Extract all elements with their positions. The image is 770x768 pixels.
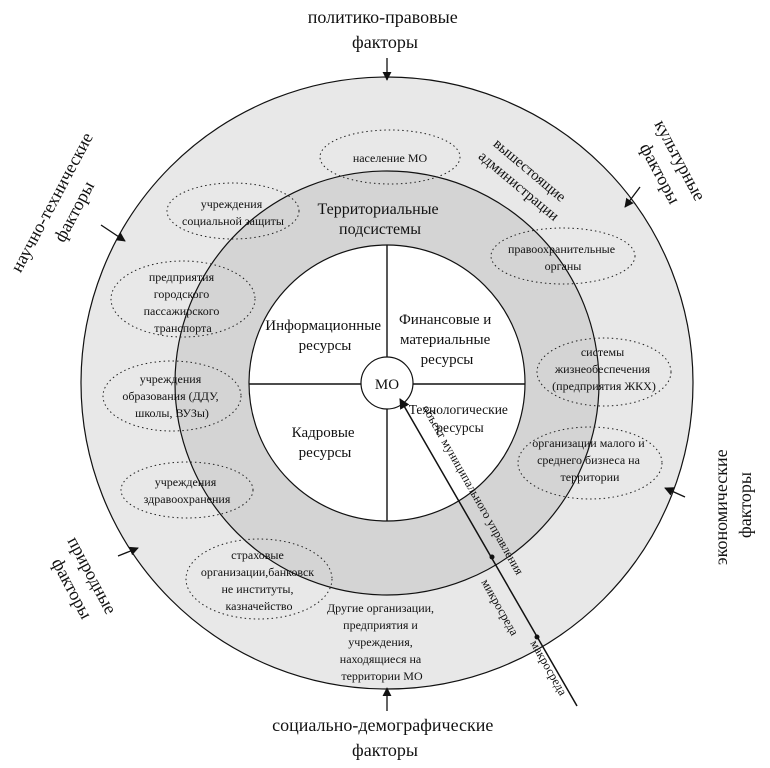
level-indicator-line [399, 398, 578, 707]
org-transport: предприятия городского пассажирского тра… [144, 270, 223, 335]
resource-personnel: Кадровые ресурсы [292, 425, 359, 461]
resource-financial: Финансовые и материальные ресурсы [399, 312, 495, 368]
factor-natural: природные факторы [42, 533, 123, 632]
factor-economic: экономические факторы [711, 445, 755, 565]
level-label-macro: макросреда [527, 638, 570, 699]
arrow-cultural [624, 186, 641, 208]
center-mo-circle [360, 356, 414, 410]
ellipse-population [319, 129, 461, 185]
org-ellipses [102, 129, 672, 620]
org-other: Другие организации, предприятия и учрежд… [327, 601, 437, 683]
ellipse-social-protection [166, 182, 300, 240]
ellipse-life-support [536, 337, 672, 407]
factor-sci-tech: научно-технические факторы [6, 125, 120, 287]
resource-technological: Технологические ресурсы [409, 402, 512, 435]
arrow-sci-tech [100, 224, 126, 242]
factor-arrows [100, 58, 686, 711]
ellipse-law-enforcement [490, 227, 636, 285]
factor-socio-demographic: социально-демографические факторы [272, 715, 498, 760]
org-insurance: страховые организации,банковск не инстит… [201, 548, 317, 613]
org-population: население МО [353, 151, 428, 165]
factor-cultural: культурные факторы [629, 116, 712, 219]
org-small-business: организации малого и среднего бизнеса на… [532, 436, 647, 484]
ellipse-education [102, 360, 242, 432]
ellipse-insurance [185, 538, 333, 620]
arrow-economic [664, 487, 686, 498]
arrow-natural [117, 546, 139, 557]
org-life-support: системы жизнеобеспечения (предприятия ЖК… [552, 345, 656, 393]
ellipse-small-business [517, 426, 663, 500]
level-tick-micro [489, 554, 495, 560]
level-tick-macro [534, 634, 540, 640]
factor-political-legal: политико-правовые факторы [308, 7, 462, 52]
ellipse-healthcare [120, 461, 254, 519]
org-social-protection: учреждения социальной защиты [182, 197, 284, 228]
org-healthcare: учреждения здравоохранения [144, 475, 231, 506]
ellipse-transport [110, 260, 256, 338]
resource-information: Информационные ресурсы [265, 318, 385, 354]
org-law-enforcement: правоохранительные органы [508, 242, 618, 273]
center-mo-label: МО [375, 377, 399, 393]
org-education: учреждения образования (ДДУ, школы, ВУЗы… [122, 372, 221, 420]
territorial-subsystems-label: Территориальные подсистемы [317, 201, 442, 238]
